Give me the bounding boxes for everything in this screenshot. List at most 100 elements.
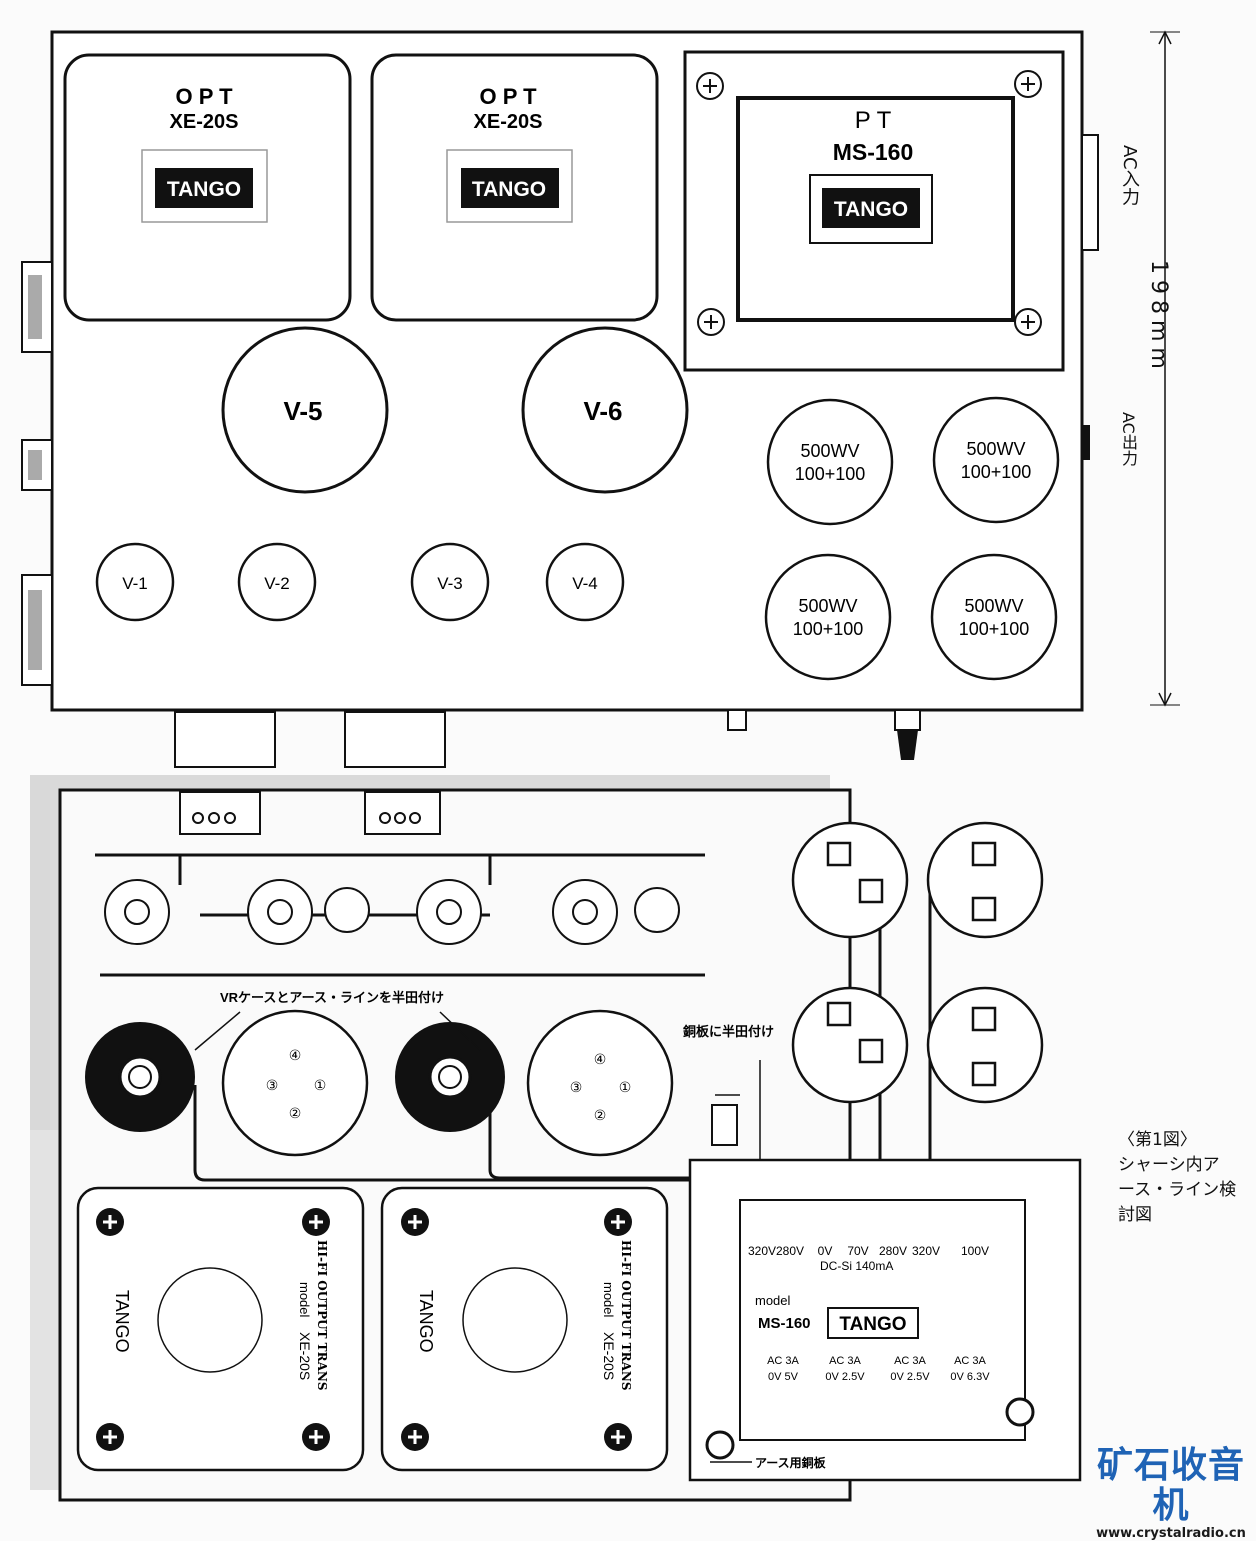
cap-1-value: 100+100 (795, 464, 866, 484)
caption-line-2: シャーシ内ア (1118, 1155, 1220, 1175)
socket-left-pin4: ④ (289, 1047, 302, 1063)
opt-right-model-no: XE-20S (601, 1332, 617, 1380)
rear-block-right (344, 711, 446, 768)
tube-v3 (410, 542, 490, 622)
cap-3-rating: 500WV (798, 596, 857, 616)
pt-ac-rating-3: AC 3A (954, 1355, 986, 1367)
pt-bottom-brand: TANGO (839, 1314, 906, 1335)
caption-line-1: 〈第1図〉 (1118, 1130, 1197, 1150)
opt-left-title: HI-FI OUTPUT TRANS (315, 1240, 329, 1391)
tube-v4 (545, 542, 625, 622)
cap-2 (932, 396, 1060, 524)
rear-block-left (174, 711, 276, 768)
tube-v5-label: V-5 (283, 396, 322, 426)
opt-bottom-right (380, 1186, 669, 1472)
bottom-view: ④ ③ ① ② ④ ③ ① ② VRケースとアース・ラインを半田付け 銅板に半田… (76, 791, 1082, 1482)
cap-2-value: 100+100 (961, 462, 1032, 482)
opt-bottom-left (76, 1186, 365, 1472)
cap-4-rating: 500WV (964, 596, 1023, 616)
tube-sockets (104, 879, 680, 945)
earth-wire-right (488, 1085, 700, 1180)
note-vr-solder: VRケースとアース・ラインを半田付け (220, 990, 444, 1005)
input-block-right (364, 791, 441, 835)
opt-left-label2: XE-20S (170, 111, 239, 133)
pt-ac-taps: AC 3A 0V 5V AC 3A 0V 2.5V AC 3A 0V 2.5V AC 3A 0… (767, 1355, 990, 1383)
tube-v6 (521, 326, 689, 494)
top-view: O P T XE-20S TANGO O P T XE-20S TANGO P … (21, 30, 1180, 768)
power-cord (897, 730, 918, 760)
pt-ac-rating-0: AC 3A (767, 1355, 799, 1367)
capacitors-bottom (791, 821, 1044, 1104)
capacitors-top: 500WV 100+100 500WV 100+100 500WV 100+10… (764, 396, 1060, 681)
socket-right-pin3: ③ (570, 1079, 583, 1095)
earth-wire-left (193, 1085, 700, 1182)
pt-model-word: model (755, 1293, 791, 1308)
output-socket-right (526, 1009, 674, 1157)
pt-ac-volts-1: 0V 2.5V (825, 1371, 865, 1383)
cap-1-rating: 500WV (800, 441, 859, 461)
opt-left-brand-plate (155, 168, 253, 208)
opt-right-brand: TANGO (472, 178, 546, 201)
cap-1 (766, 398, 894, 526)
socket-left-pin3: ③ (266, 1077, 279, 1093)
pt-ac-volts-0: 0V 5V (768, 1371, 799, 1383)
opt-left-model-no: XE-20S (297, 1332, 313, 1380)
opt-right-label2: XE-20S (474, 111, 543, 133)
dimension-198mm: 198mm (1146, 260, 1171, 375)
watermark: 矿石收音机 www.crystalradio.cn (1086, 1446, 1256, 1541)
opt-left-model: model (297, 1282, 312, 1318)
left-connector-3-body (28, 590, 42, 670)
pt-ac-rating-2: AC 3A (894, 1355, 926, 1367)
cap-4 (930, 553, 1058, 681)
figure-caption: 〈第1図〉 シャーシ内ア ース・ライン検 討図 (1118, 1128, 1248, 1228)
opt-right-model: model (601, 1282, 616, 1318)
power-cord-bushing (894, 709, 921, 731)
pt-tap-4: 280V (879, 1244, 907, 1258)
note-copper-solder: 銅板に半田付け (683, 1024, 774, 1039)
pt-tap-6: 100V (961, 1244, 989, 1258)
tube-v3-label: V-3 (437, 574, 463, 593)
watermark-url: www.crystalradio.cn (1096, 1526, 1246, 1541)
tube-v1-label: V-1 (122, 574, 148, 593)
pt-tap-3: 70V (847, 1244, 868, 1258)
opt-right-title: HI-FI OUTPUT TRANS (619, 1240, 633, 1391)
left-connector-2-body (28, 450, 42, 480)
pt-label2: MS-160 (833, 139, 914, 165)
pt-tap-0: 320V (748, 1244, 776, 1258)
cap-3-value: 100+100 (793, 619, 864, 639)
fuse-holder (727, 709, 747, 731)
caption-line-3: ース・ライン検 (1118, 1180, 1237, 1200)
tube-v6-label: V-6 (583, 396, 622, 426)
pt-screws (696, 70, 1042, 336)
left-connector-1-body (28, 275, 42, 339)
socket-left-pin1: ① (314, 1077, 327, 1093)
socket-right-pin2: ② (594, 1107, 607, 1123)
caption-line-4: 討図 (1118, 1205, 1152, 1225)
output-socket-left (221, 1009, 369, 1157)
tube-v1 (95, 542, 175, 622)
opt-right-brand-plate (461, 168, 559, 208)
cap-3 (764, 553, 892, 681)
pt-model-no: MS-160 (758, 1315, 811, 1332)
pt-ac-rating-1: AC 3A (829, 1355, 861, 1367)
ac-input-connector (1081, 134, 1099, 251)
pt-tap-1: 280V (776, 1244, 804, 1258)
tube-v5 (221, 326, 389, 494)
ac-input-label: AC入力 (1119, 145, 1140, 206)
pt-tap-2: 0V (818, 1244, 833, 1258)
tube-v4-label: V-4 (572, 574, 598, 593)
pt-tap-5: 320V (912, 1244, 940, 1258)
chassis-diagram: O P T XE-20S TANGO O P T XE-20S TANGO P … (21, 30, 1180, 1502)
cap-4-value: 100+100 (959, 619, 1030, 639)
opt-left-label1: O P T (175, 84, 233, 109)
pt-ac-volts-2: 0V 2.5V (890, 1371, 930, 1383)
pt-dc-rating: DC-Si 140mA (820, 1259, 893, 1273)
socket-left-pin2: ② (289, 1105, 302, 1121)
copper-plate-post (711, 1104, 738, 1146)
watermark-title: 矿石收音机 (1096, 1445, 1245, 1526)
cap-2-rating: 500WV (966, 439, 1025, 459)
pt-brand-plate (822, 188, 920, 228)
pt-ac-volts-3: 0V 6.3V (950, 1371, 990, 1383)
input-block-left (179, 791, 261, 835)
